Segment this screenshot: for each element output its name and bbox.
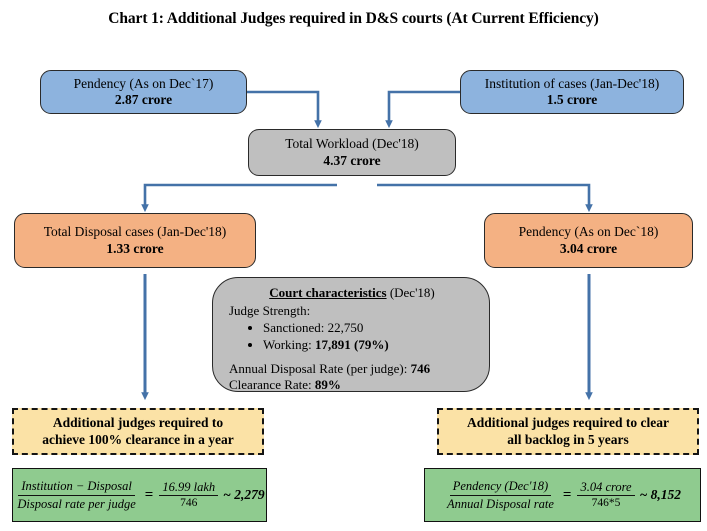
right-formula-values: 3.04 crore 746*5	[577, 480, 635, 511]
right-formula-result: ~ 8,152	[639, 487, 682, 502]
node-total-disposal-cases-label: Total Disposal cases (Jan-Dec'18)	[43, 224, 227, 240]
left-formula-equals: =	[144, 486, 154, 503]
bullet-working-label: Working:	[263, 336, 316, 352]
node-pendency-dec18-label: Pendency (As on Dec`18)	[518, 224, 659, 240]
outcome-right-formula: Pendency (Dec′18) Annual Disposal rate =…	[425, 469, 700, 521]
node-pendency-dec17[interactable]: Pendency (As on Dec`17) 2.87 crore	[40, 70, 247, 114]
outcome-right-formula-box[interactable]: Pendency (Dec′18) Annual Disposal rate =…	[424, 468, 701, 522]
node-total-disposal-cases[interactable]: Total Disposal cases (Jan-Dec'18) 1.33 c…	[14, 213, 256, 268]
annual-disposal-rate-label: Annual Disposal Rate (per judge):	[229, 360, 411, 376]
bullet-sanctioned-label: Sanctioned:	[263, 319, 328, 335]
right-formula-expression: Pendency (Dec′18) Annual Disposal rate	[444, 479, 557, 511]
node-total-workload-label: Total Workload (Dec'18)	[285, 136, 419, 152]
clearance-rate-line: Clearance Rate: 89%	[229, 377, 477, 394]
right-formula-value-numerator: 3.04 crore	[577, 480, 635, 497]
node-court-characteristics[interactable]: Court characteristics (Dec'18) Judge Str…	[212, 277, 490, 392]
connector-workload-to-pendency18	[377, 183, 593, 213]
bullet-working-value: 17,891 (79%)	[315, 336, 389, 352]
left-formula-numerator: Institution − Disposal	[18, 479, 135, 496]
court-characteristics-heading-main: Court characteristics	[269, 285, 387, 300]
node-total-workload[interactable]: Total Workload (Dec'18) 4.37 crore	[248, 129, 456, 176]
node-pendency-dec17-value: 2.87 crore	[114, 92, 173, 107]
list-item: Working: 17,891 (79%)	[263, 337, 477, 354]
list-item: Sanctioned: 22,750	[263, 320, 477, 337]
connector-institution-to-workload	[385, 90, 460, 129]
outcome-left-formula: Institution − Disposal Disposal rate per…	[13, 469, 266, 521]
annual-disposal-rate-line: Annual Disposal Rate (per judge): 746	[229, 361, 477, 378]
clearance-rate-label: Clearance Rate:	[229, 377, 315, 393]
outcome-left-caption[interactable]: Additional judges required to achieve 10…	[12, 408, 264, 455]
right-formula-numerator: Pendency (Dec′18)	[449, 479, 552, 496]
judge-strength-list: Sanctioned: 22,750 Working: 17,891 (79%)	[227, 320, 477, 354]
outcome-left-formula-box[interactable]: Institution − Disposal Disposal rate per…	[12, 468, 267, 522]
node-total-workload-value: 4.37 crore	[323, 152, 381, 168]
bullet-sanctioned-value: 22,750	[327, 319, 364, 335]
left-formula-denominator: Disposal rate per judge	[17, 496, 136, 511]
left-formula-expression: Institution − Disposal Disposal rate per…	[14, 479, 138, 511]
node-institution-of-cases[interactable]: Institution of cases (Jan-Dec'18) 1.5 cr…	[460, 70, 684, 114]
judge-strength-label: Judge Strength:	[229, 302, 311, 318]
connector-workload-to-disposal	[141, 183, 337, 213]
connector-pendency17-to-workload	[247, 90, 322, 129]
node-institution-of-cases-label: Institution of cases (Jan-Dec'18)	[484, 75, 660, 91]
right-formula-denominator: Annual Disposal rate	[446, 496, 554, 511]
right-formula-value-denominator: 746*5	[591, 497, 621, 510]
chart-title: Chart 1: Additional Judges required in D…	[108, 10, 599, 27]
left-formula-value-denominator: 746	[180, 497, 198, 510]
node-pendency-dec18[interactable]: Pendency (As on Dec`18) 3.04 crore	[484, 213, 693, 268]
outcome-right-caption-line1: Additional judges required to clear	[466, 415, 669, 431]
outcome-right-caption[interactable]: Additional judges required to clear all …	[437, 408, 699, 455]
outcome-left-caption-line1: Additional judges required to	[52, 415, 224, 431]
annual-disposal-rate-value: 746	[410, 360, 431, 376]
court-characteristics-heading-suffix: (Dec'18)	[386, 285, 435, 300]
left-formula-result: ~ 2,279	[223, 487, 265, 502]
node-pendency-dec18-value: 3.04 crore	[559, 240, 618, 256]
right-formula-equals: =	[562, 486, 572, 503]
outcome-left-caption-line2: achieve 100% clearance in a year	[42, 431, 234, 447]
node-pendency-dec17-label: Pendency (As on Dec`17)	[73, 75, 214, 91]
node-institution-of-cases-value: 1.5 crore	[546, 92, 598, 107]
left-formula-values: 16.99 lakh 746	[159, 480, 219, 511]
left-formula-value-numerator: 16.99 lakh	[159, 480, 219, 497]
clearance-rate-value: 89%	[314, 377, 341, 393]
court-characteristics-heading: Court characteristics (Dec'18)	[227, 285, 477, 302]
node-total-disposal-cases-value: 1.33 crore	[106, 240, 164, 256]
outcome-right-caption-line2: all backlog in 5 years	[507, 431, 629, 447]
spacer	[227, 354, 477, 361]
